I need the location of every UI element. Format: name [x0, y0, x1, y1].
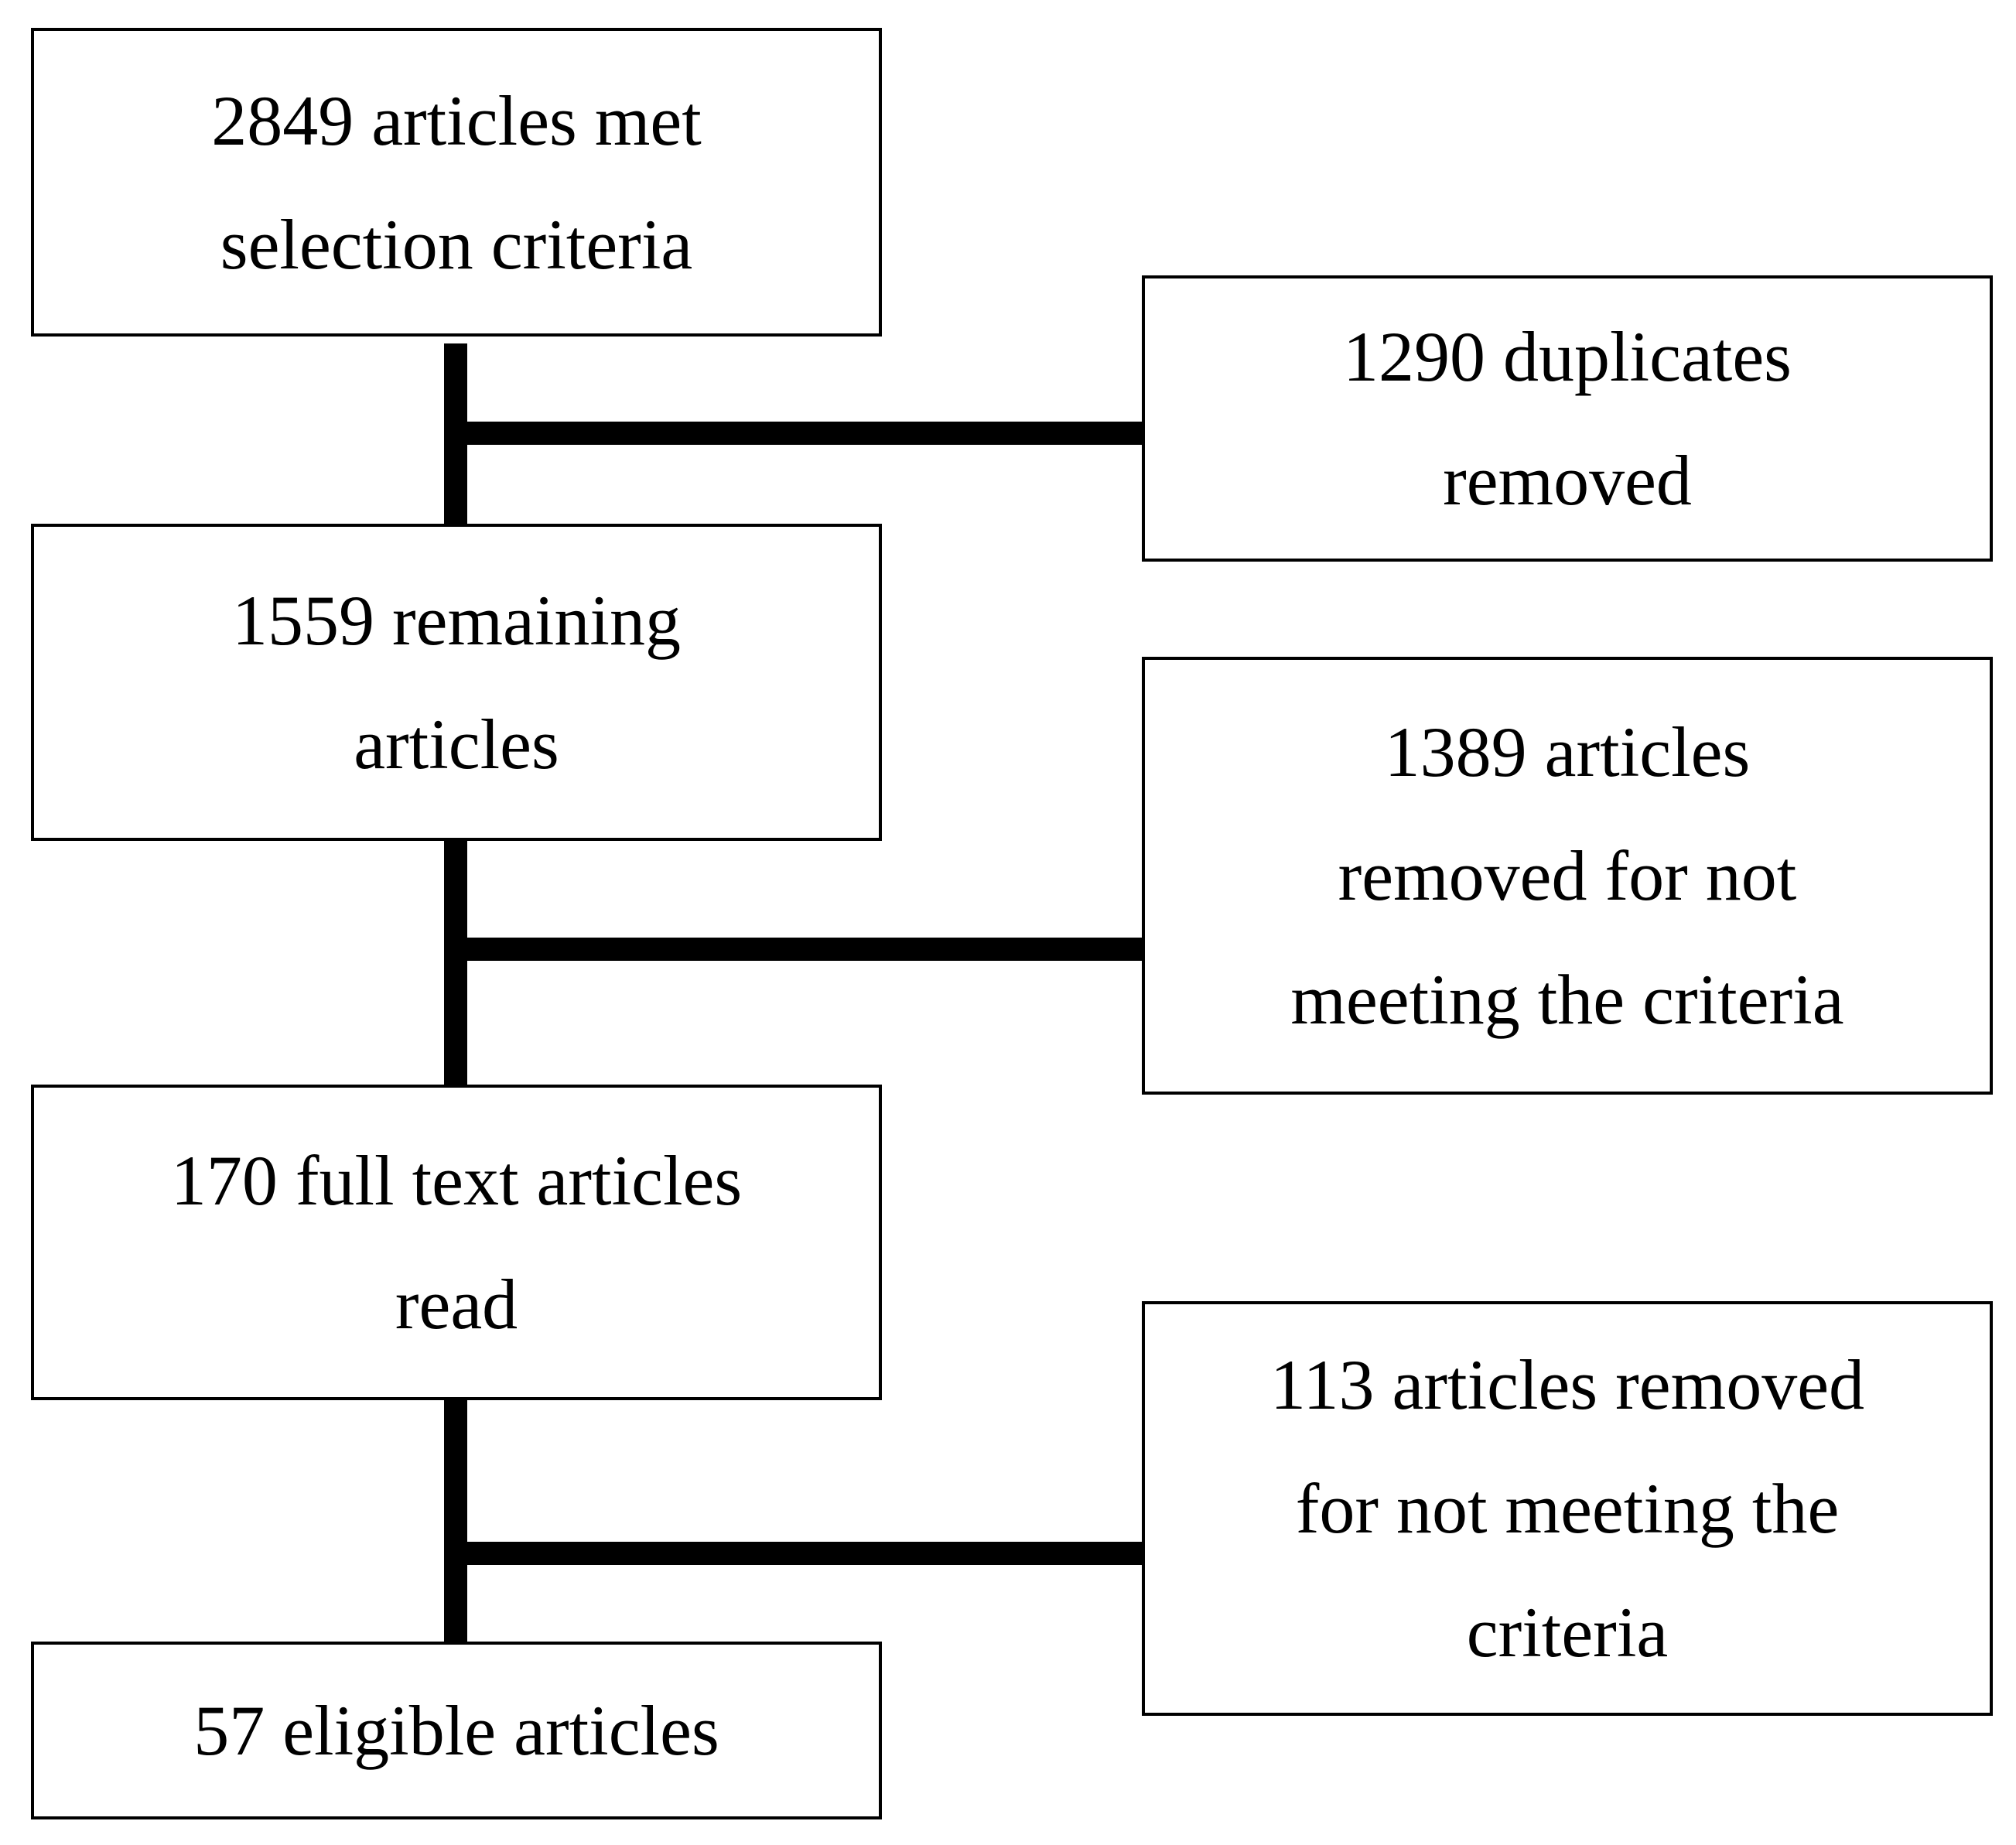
box-eligible: 57 eligible articles — [31, 1642, 882, 1819]
connector-branch-screening — [444, 938, 1143, 961]
box-screening: 1389 articles removed for not meeting th… — [1142, 657, 1993, 1095]
box-duplicates: 1290 duplicates removed — [1142, 275, 1993, 562]
box-remaining: 1559 remaining articles — [31, 524, 882, 841]
box-identified: 2849 articles met selection criteria — [31, 28, 882, 337]
box-fulltext-excluded-text: 113 articles removed for not meeting the… — [1269, 1345, 1865, 1672]
connector-remaining-to-fulltext — [444, 840, 467, 1086]
box-fulltext-excluded: 113 articles removed for not meeting the… — [1142, 1301, 1993, 1716]
box-duplicates-text: 1290 duplicates removed — [1343, 317, 1792, 520]
box-remaining-text: 1559 remaining articles — [232, 581, 681, 784]
box-eligible-text: 57 eligible articles — [193, 1691, 719, 1770]
box-identified-text: 2849 articles met selection criteria — [211, 80, 702, 284]
connector-branch-fulltext-excluded — [444, 1542, 1143, 1565]
connector-fulltext-to-eligible — [444, 1399, 467, 1643]
box-fulltext: 170 full text articles read — [31, 1085, 882, 1400]
connector-branch-duplicates — [444, 422, 1143, 445]
box-screening-text: 1389 articles removed for not meeting th… — [1290, 712, 1844, 1039]
box-fulltext-text: 170 full text articles read — [170, 1141, 743, 1344]
